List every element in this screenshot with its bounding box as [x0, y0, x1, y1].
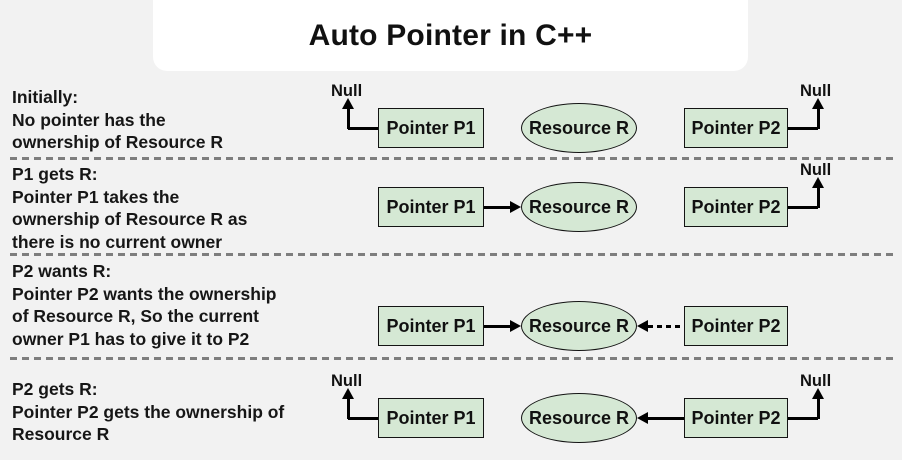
null-arrow-vertical	[347, 108, 350, 129]
pointer-p2-node: Pointer P2	[684, 306, 788, 346]
resource-r-node: Resource R	[521, 182, 637, 232]
pointer-p1-node: Pointer P1	[378, 306, 484, 346]
pointer-p2-node: Pointer P2	[684, 398, 788, 438]
null-arrow-horizontal	[788, 206, 818, 209]
caption-line: Pointer P2 wants the ownership	[12, 283, 277, 304]
caption-line: No pointer has the	[12, 109, 166, 130]
arrow-up-icon	[812, 98, 824, 109]
resource-r-node: Resource R	[521, 393, 637, 443]
null-arrow-horizontal	[788, 417, 818, 420]
null-label: Null	[331, 372, 363, 390]
pointer-p2-node: Pointer P2	[684, 108, 788, 148]
null-arrow-horizontal	[788, 127, 818, 130]
arrow-up-icon	[342, 388, 354, 399]
page-title: Auto Pointer in C++	[308, 18, 593, 52]
resource-r-node: Resource R	[521, 301, 637, 351]
request-arrow-dashed-line	[648, 325, 684, 328]
pointer-p1-node: Pointer P1	[378, 398, 484, 438]
caption-line: Initially:	[12, 87, 79, 107]
arrow-left-icon	[637, 320, 648, 332]
ownership-arrow-line	[484, 206, 512, 209]
caption-line: owner P1 has to give it to P2	[12, 328, 250, 349]
null-label: Null	[331, 82, 363, 100]
null-label: Null	[800, 372, 832, 390]
row-caption-p1-gets-r: P1 gets R: Pointer P1 takes the ownershi…	[12, 163, 247, 253]
caption-line: Pointer P2 gets the ownership of	[12, 401, 285, 422]
caption-line: P2 wants R:	[12, 261, 112, 281]
ownership-arrow-line	[648, 417, 684, 420]
null-arrow-horizontal	[348, 417, 378, 420]
caption-line: P2 gets R:	[12, 379, 98, 399]
ownership-arrow-line	[484, 325, 512, 328]
caption-line: P1 gets R:	[12, 164, 98, 184]
pointer-p1-node: Pointer P1	[378, 108, 484, 148]
null-arrow-horizontal	[348, 127, 378, 130]
row-caption-p2-gets-r: P2 gets R: Pointer P2 gets the ownership…	[12, 378, 284, 446]
caption-line: of Resource R, So the current	[12, 306, 259, 326]
arrow-up-icon	[812, 388, 824, 399]
row-separator	[10, 253, 894, 256]
title-card: Auto Pointer in C++	[153, 0, 748, 71]
null-label: Null	[800, 161, 832, 179]
resource-r-node: Resource R	[521, 103, 637, 153]
arrow-left-icon	[637, 412, 648, 424]
arrow-right-icon	[510, 320, 521, 332]
pointer-p2-node: Pointer P2	[684, 187, 788, 227]
caption-line: Pointer P1 takes the	[12, 186, 180, 207]
null-arrow-vertical	[817, 187, 820, 208]
pointer-p1-node: Pointer P1	[378, 187, 484, 227]
row-separator	[10, 157, 894, 160]
row-separator	[10, 357, 894, 360]
arrow-up-icon	[342, 98, 354, 109]
caption-line: ownership of Resource R as	[12, 209, 248, 229]
row-caption-p2-wants-r: P2 wants R: Pointer P2 wants the ownersh…	[12, 260, 277, 350]
arrow-right-icon	[510, 201, 521, 213]
arrow-up-icon	[812, 177, 824, 188]
caption-line: Resource R	[12, 424, 110, 444]
caption-line: there is no current owner	[12, 231, 223, 252]
null-arrow-vertical	[347, 398, 350, 419]
null-label: Null	[800, 82, 832, 100]
caption-line: ownership of Resource R	[12, 132, 224, 152]
null-arrow-vertical	[817, 398, 820, 419]
row-caption-initially: Initially: No pointer has the ownership …	[12, 86, 223, 154]
null-arrow-vertical	[817, 108, 820, 129]
